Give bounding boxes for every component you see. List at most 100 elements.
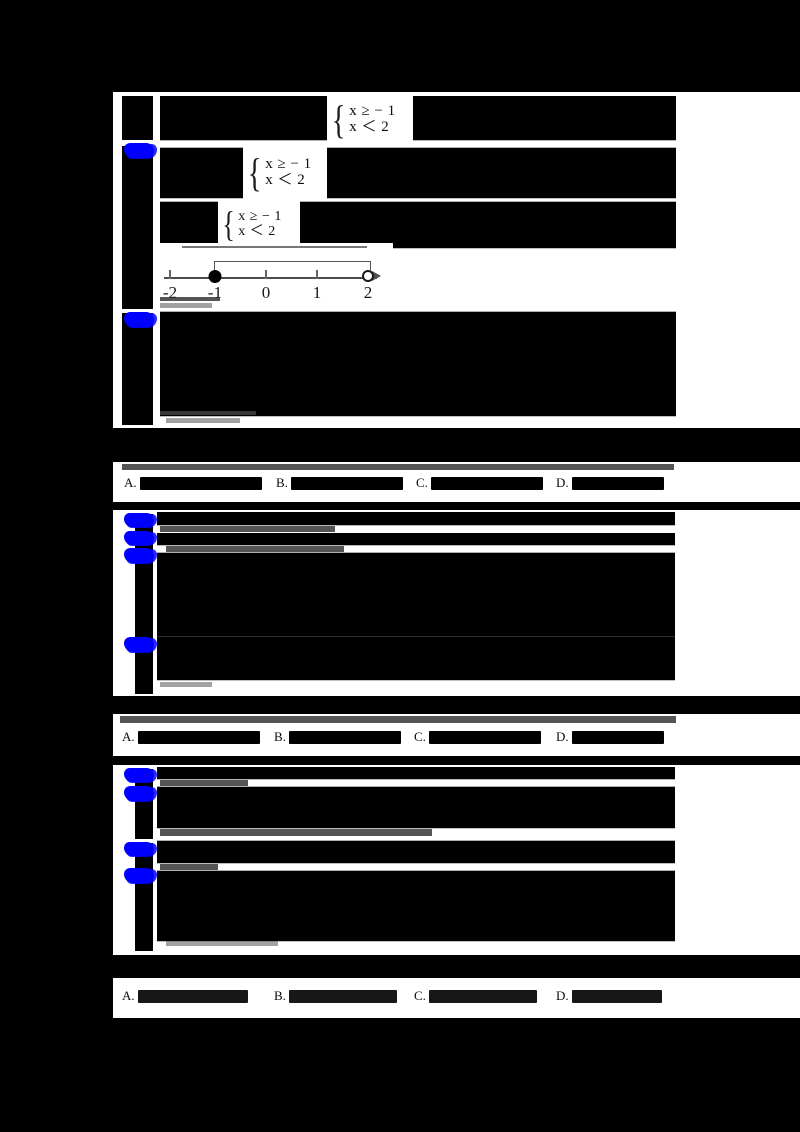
brace-glyph: { (222, 204, 235, 245)
choice-option-b[interactable]: B. (272, 985, 412, 1007)
inequality-line-1: x ≥ − 1 (349, 103, 396, 120)
redacted-text-block (157, 553, 675, 637)
axis-arrow-icon (372, 271, 381, 281)
inequality-line-1: x ≥ − 1 (265, 156, 312, 173)
bracket-top-rule (182, 246, 367, 248)
open-point-marker (362, 270, 374, 282)
axis-tick-label: 0 (261, 283, 271, 302)
option-letter: D. (556, 475, 569, 490)
margin-column-block-1a (122, 96, 153, 140)
option-letter: C. (414, 729, 426, 744)
redacted-option-value (430, 476, 543, 490)
margin-column-block-1b (122, 146, 153, 309)
option-letter: C. (416, 475, 428, 490)
choice-option-d[interactable]: D. (554, 472, 672, 494)
inequality-line-2: x ＜ 2 (349, 119, 390, 135)
number-line-figure: -2 -1 0 1 2 (158, 243, 393, 303)
highlight-mark-1 (124, 143, 157, 159)
highlight-mark-2 (124, 312, 157, 328)
number-axis (164, 277, 377, 279)
choice-option-a[interactable]: A. (120, 726, 272, 748)
highlight-mark-5 (124, 548, 157, 564)
option-letter: A. (122, 729, 135, 744)
scan-speckle (160, 864, 218, 870)
axis-tick-label: 2 (363, 283, 373, 302)
redacted-text-block (157, 533, 675, 545)
scan-speckle (160, 780, 248, 786)
redacted-text-block (160, 148, 676, 198)
axis-tick (316, 270, 318, 279)
redacted-text-block (157, 841, 675, 863)
scan-speckle (166, 418, 240, 423)
option-letter: B. (276, 475, 288, 490)
redacted-text-block (157, 637, 675, 680)
option-letter: D. (556, 729, 569, 744)
highlight-mark-7 (124, 768, 157, 783)
inequality-system-2: { x ≥ − 1 x ＜ 2 (243, 146, 327, 200)
option-letter: A. (122, 988, 135, 1003)
highlight-mark-10 (124, 868, 157, 884)
highlight-mark-8 (124, 786, 157, 802)
option-letter: A. (124, 475, 137, 490)
option-letter: D. (556, 988, 569, 1003)
highlight-mark-3 (124, 513, 157, 528)
choice-option-c[interactable]: C. (412, 985, 554, 1007)
redacted-text-block (160, 96, 676, 140)
scan-speckle (166, 941, 278, 946)
redacted-text-block (157, 512, 675, 525)
redacted-text-block (157, 767, 675, 779)
scan-speckle (160, 303, 212, 308)
highlight-mark-6 (124, 637, 157, 653)
axis-tick (265, 270, 267, 279)
choice-option-b[interactable]: B. (272, 726, 412, 748)
redacted-option-value (290, 476, 403, 490)
choice-option-d[interactable]: D. (554, 985, 672, 1007)
choice-option-c[interactable]: C. (414, 472, 554, 494)
choice-option-d[interactable]: D. (554, 726, 672, 748)
choice-option-c[interactable]: C. (412, 726, 554, 748)
inequality-system-1: { x ≥ − 1 x ＜ 2 (327, 93, 413, 147)
inequality-line-2: x ＜ 2 (238, 224, 276, 239)
highlight-mark-9 (124, 842, 157, 857)
choice-row-3: A. B. C. D. (120, 985, 675, 1007)
redacted-text-block (157, 787, 675, 828)
redacted-option-value (571, 730, 664, 744)
redacted-text-block (160, 312, 676, 416)
margin-column-block-5b (135, 843, 153, 951)
redacted-option-value (571, 989, 662, 1003)
scan-speckle (160, 682, 212, 687)
closed-point-marker (208, 270, 222, 283)
brace-glyph: { (247, 149, 262, 195)
redacted-text-block (157, 871, 675, 941)
redacted-option-value (571, 476, 664, 490)
scan-speckle (160, 411, 256, 415)
choice-option-b[interactable]: B. (274, 472, 414, 494)
choice-row-1: A. B. C. D. (122, 472, 675, 494)
axis-tick (169, 270, 171, 279)
inequality-system-3: { x ≥ − 1 x ＜ 2 (218, 199, 300, 251)
redacted-option-value (137, 989, 248, 1003)
inequality-line-1: x ≥ − 1 (238, 209, 282, 225)
option-letter: C. (414, 988, 426, 1003)
scan-speckle (122, 464, 674, 470)
redacted-option-value (428, 730, 541, 744)
scan-speckle (160, 297, 220, 301)
margin-column-block-1c (122, 313, 153, 425)
inequality-line-2: x ＜ 2 (265, 172, 306, 188)
option-letter: B. (274, 988, 286, 1003)
scan-speckle (120, 716, 676, 723)
scan-speckle (160, 526, 335, 532)
redacted-option-value (137, 730, 260, 744)
redacted-option-value (139, 476, 262, 490)
redacted-option-value (428, 989, 537, 1003)
option-letter: B. (274, 729, 286, 744)
solution-bracket (214, 261, 371, 276)
scan-speckle (166, 546, 344, 552)
brace-glyph: { (331, 96, 346, 142)
redacted-option-value (288, 730, 401, 744)
highlight-mark-4 (124, 531, 157, 546)
choice-option-a[interactable]: A. (120, 985, 272, 1007)
choice-option-a[interactable]: A. (122, 472, 274, 494)
choice-row-2: A. B. C. D. (120, 726, 675, 748)
